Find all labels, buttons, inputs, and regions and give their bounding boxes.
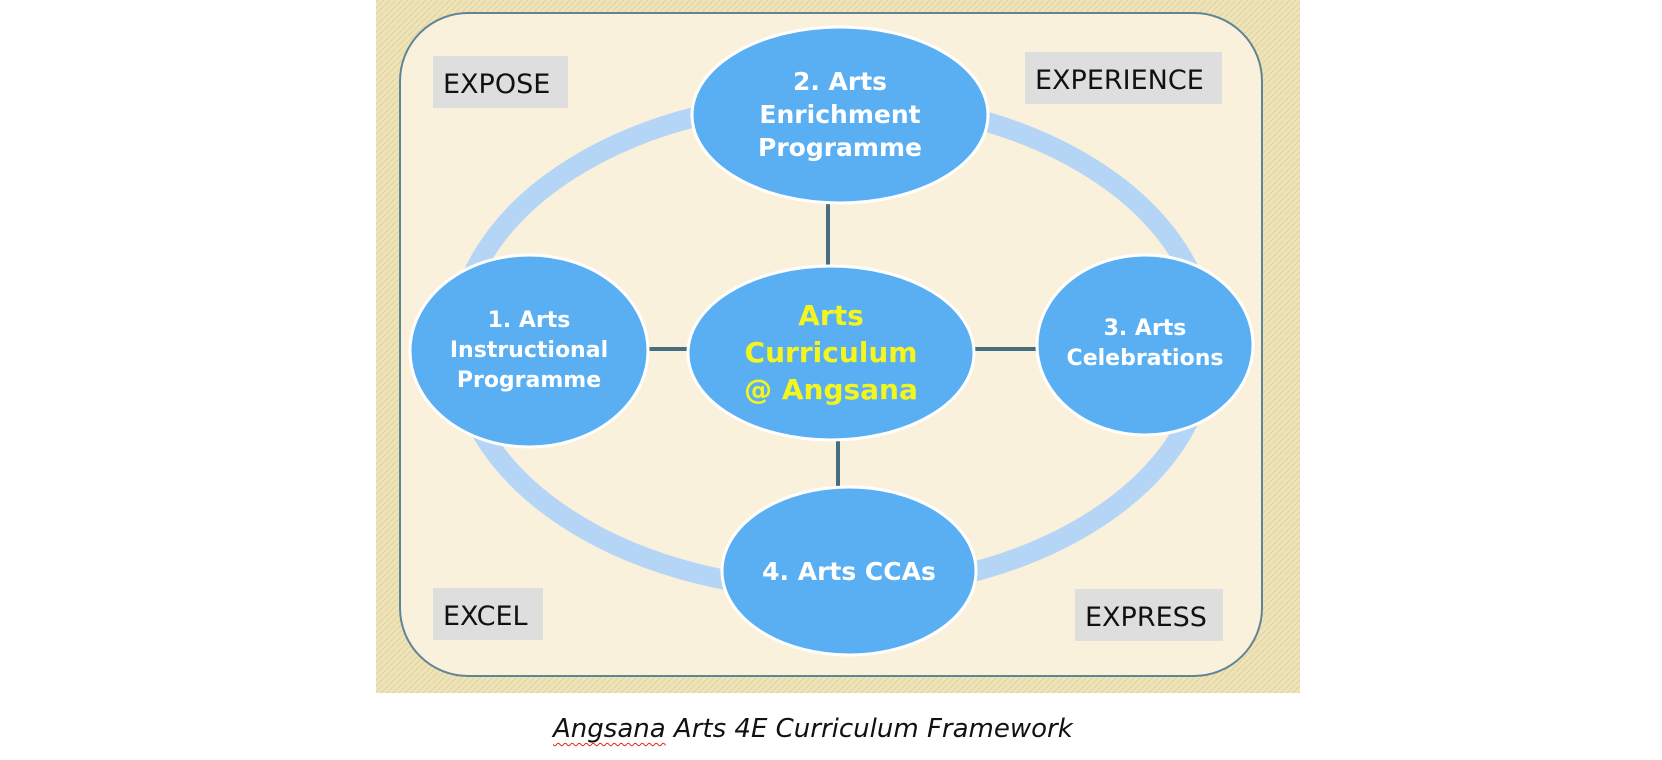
corner-label-excel: EXCEL <box>433 588 543 640</box>
node-celebrations-line-1: 3. Arts <box>1104 316 1187 341</box>
node-arts-instructional-programme: 1. Arts Instructional Programme <box>408 253 650 449</box>
caption-first-word: Angsana <box>553 714 666 744</box>
center-line-3: @ Angsana <box>744 373 918 406</box>
corner-label-express: EXPRESS <box>1075 589 1223 641</box>
node-celebrations-line-2: Celebrations <box>1067 346 1224 371</box>
node-arts-enrichment-programme: 2. Arts Enrichment Programme <box>690 25 990 205</box>
svg-text:EXPOSE: EXPOSE <box>443 69 550 100</box>
node-arts-celebrations: 3. Arts Celebrations <box>1035 253 1255 437</box>
center-line-2: Curriculum <box>745 336 918 369</box>
corner-label-experience: EXPERIENCE <box>1025 52 1222 104</box>
node-instructional-line-3: Programme <box>457 368 601 393</box>
svg-text:EXCEL: EXCEL <box>443 601 528 632</box>
figure-caption: Angsana Arts 4E Curriculum Framework <box>553 714 1073 744</box>
node-ccas-line-1: 4. Arts CCAs <box>762 557 936 586</box>
center-line-1: Arts <box>798 299 864 332</box>
node-enrichment-line-3: Programme <box>758 133 922 162</box>
node-arts-curriculum-center: Arts Curriculum @ Angsana <box>686 264 976 442</box>
node-instructional-line-1: 1. Arts <box>488 308 571 333</box>
svg-text:EXPERIENCE: EXPERIENCE <box>1035 65 1204 96</box>
svg-text:EXPRESS: EXPRESS <box>1085 602 1207 633</box>
node-arts-ccas: 4. Arts CCAs <box>720 485 978 657</box>
corner-label-expose: EXPOSE <box>433 56 568 108</box>
node-instructional-line-2: Instructional <box>450 338 608 363</box>
node-enrichment-line-1: 2. Arts <box>793 67 887 96</box>
node-enrichment-line-2: Enrichment <box>759 100 920 129</box>
caption-rest: Arts 4E Curriculum Framework <box>665 714 1073 744</box>
